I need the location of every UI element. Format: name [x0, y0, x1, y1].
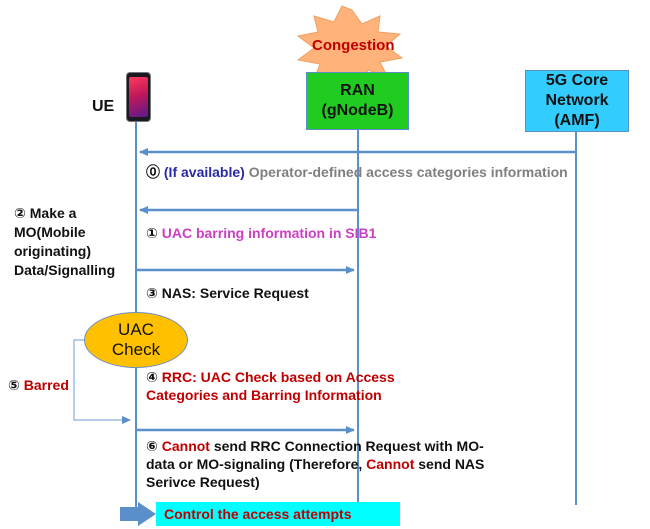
- step6-line3: Serivce Request): [146, 474, 260, 490]
- result-banner: Control the access attempts: [156, 502, 400, 526]
- step5-label: Barred: [23, 377, 69, 393]
- step4-line1: RRC: UAC Check based on Access: [161, 369, 395, 385]
- step6-text: ⑥ Cannot send RRC Connection Request wit…: [146, 437, 484, 491]
- result-text: Control the access attempts: [164, 506, 352, 522]
- step6-line2b: send NAS: [418, 456, 485, 472]
- step6-cannot2: Cannot: [366, 456, 415, 472]
- step2-text: ② Make a MO(Mobile originating) Data/Sig…: [14, 204, 115, 280]
- step2-line1: Make a: [29, 205, 77, 221]
- core-label-line3: (AMF): [554, 112, 600, 129]
- step4-line2: Categories and Barring Information: [146, 387, 382, 403]
- step0-label: Operator-defined access categories infor…: [248, 164, 568, 180]
- result-arrow: [120, 502, 156, 526]
- step1-text: ① UAC barring information in SIB1: [146, 224, 376, 242]
- congestion-label: Congestion: [312, 37, 395, 54]
- step1-num: ①: [146, 225, 158, 241]
- phone-icon: [126, 72, 151, 122]
- ran-node: RAN (gNodeB): [306, 72, 409, 130]
- uac-check-line2: Check: [111, 340, 161, 359]
- step2-line4: Data/Signalling: [14, 262, 116, 278]
- step2-line2: MO(Mobile: [14, 224, 86, 240]
- step0-num: ⓪: [146, 164, 160, 180]
- step1-label: UAC barring information in SIB1: [161, 225, 377, 241]
- step2-num: ②: [14, 205, 26, 221]
- step3-text: ③ NAS: Service Request: [146, 284, 309, 302]
- step6-num: ⑥: [146, 438, 158, 454]
- step6-cannot1: Cannot: [161, 438, 210, 454]
- core-node: 5G Core Network (AMF): [525, 70, 629, 132]
- barred-loop: [73, 339, 131, 424]
- step6-line2a: data or MO-signaling (Therefore,: [146, 456, 363, 472]
- step3-num: ③: [146, 285, 158, 301]
- ue-label: UE: [92, 98, 115, 115]
- ran-label-line2: (gNodeB): [321, 102, 394, 119]
- step5-num: ⑤: [8, 377, 20, 393]
- core-label-line1: 5G Core: [545, 72, 609, 89]
- step4-num: ④: [146, 369, 158, 385]
- core-label-line2: Network: [545, 92, 609, 109]
- step4-text: ④ RRC: UAC Check based on Access Categor…: [146, 368, 395, 404]
- step6-part1: send RRC Connection Request with MO-: [213, 438, 484, 454]
- step0-highlight: (If available): [163, 164, 245, 180]
- step0-text: ⓪ (If available) Operator-defined access…: [146, 163, 568, 181]
- uac-check-ellipse: UAC Check: [84, 312, 188, 368]
- uac-check-line1: UAC: [118, 320, 154, 339]
- step5-text: ⑤ Barred: [8, 376, 69, 394]
- step2-line3: originating): [14, 243, 91, 259]
- step3-label: NAS: Service Request: [161, 285, 309, 301]
- ran-label-line1: RAN: [340, 82, 375, 99]
